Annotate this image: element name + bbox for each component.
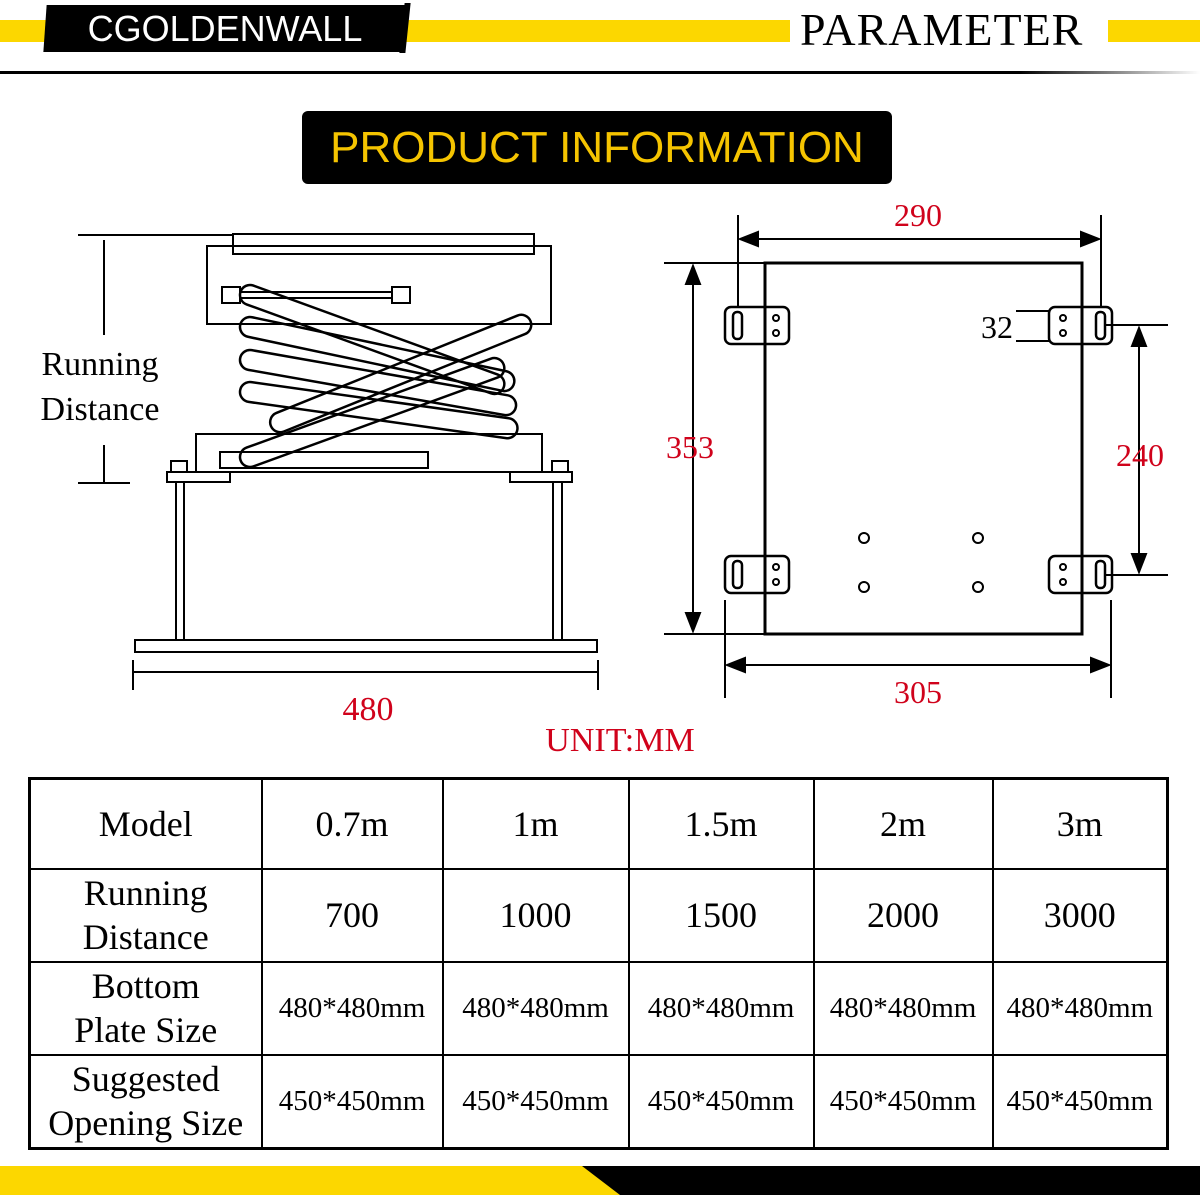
table-cell: 480*480mm	[441, 960, 630, 1056]
row-header: Model	[28, 777, 263, 870]
side-view-diagram	[78, 233, 599, 690]
top-width-dimension: 290	[894, 197, 942, 233]
row-label: Opening Size	[48, 1103, 244, 1144]
table-cell: 450*450mm	[441, 1053, 630, 1150]
top-view-diagram	[664, 215, 1168, 698]
table-cell: 480*480mm	[812, 960, 994, 1056]
table-cell: 1500	[627, 867, 815, 963]
row-label: Model	[98, 803, 193, 844]
table-cell: 3m	[991, 777, 1169, 870]
row-label: Suggested	[71, 1059, 220, 1100]
table-row-model: Model 0.7m 1m 1.5m 2m 3m	[28, 777, 1169, 870]
row-label: Distance	[82, 917, 209, 957]
row-label: Bottom	[91, 966, 200, 1006]
table-cell: 480*480mm	[627, 960, 815, 1056]
running-distance-label-1: Running	[41, 346, 158, 383]
hole-spacing-dimension: 240	[1116, 437, 1164, 473]
header-yellow-bar-right	[1108, 20, 1200, 42]
table-cell: 1m	[441, 777, 630, 870]
table-cell: 3000	[991, 867, 1169, 963]
bottom-width-dimension: 305	[894, 674, 942, 710]
table-cell: 450*450mm	[260, 1053, 444, 1150]
running-distance-label-2: Distance	[41, 391, 160, 428]
footer-yellow-bar	[0, 1166, 620, 1195]
page-title: PARAMETER	[800, 4, 1084, 55]
table-cell: 2000	[812, 867, 994, 963]
row-label: Plate Size	[74, 1010, 218, 1050]
table-cell: 450*450mm	[627, 1053, 815, 1150]
table-cell: 480*480mm	[260, 960, 444, 1056]
section-title: PRODUCT INFORMATION	[302, 111, 892, 184]
row-label: Running	[83, 873, 208, 913]
table-cell: 0.7m	[260, 777, 444, 870]
table-cell: 1.5m	[627, 777, 815, 870]
slot-dimension: 32	[981, 309, 1013, 345]
dimension-diagrams: Running Distance 480	[41, 197, 1168, 759]
table-cell: 480*480mm	[991, 960, 1169, 1056]
header-divider	[0, 71, 1200, 74]
height-dimension: 353	[666, 429, 714, 465]
table-cell: 450*450mm	[991, 1053, 1169, 1150]
unit-label: UNIT:MM	[545, 722, 694, 759]
table-cell: 2m	[812, 777, 994, 870]
table-cell: 450*450mm	[812, 1053, 994, 1150]
table-cell: 1000	[441, 867, 630, 963]
brand-logo: CGOLDENWALL	[87, 8, 363, 49]
side-width-dimension: 480	[343, 691, 394, 728]
table-cell: 700	[260, 867, 444, 963]
